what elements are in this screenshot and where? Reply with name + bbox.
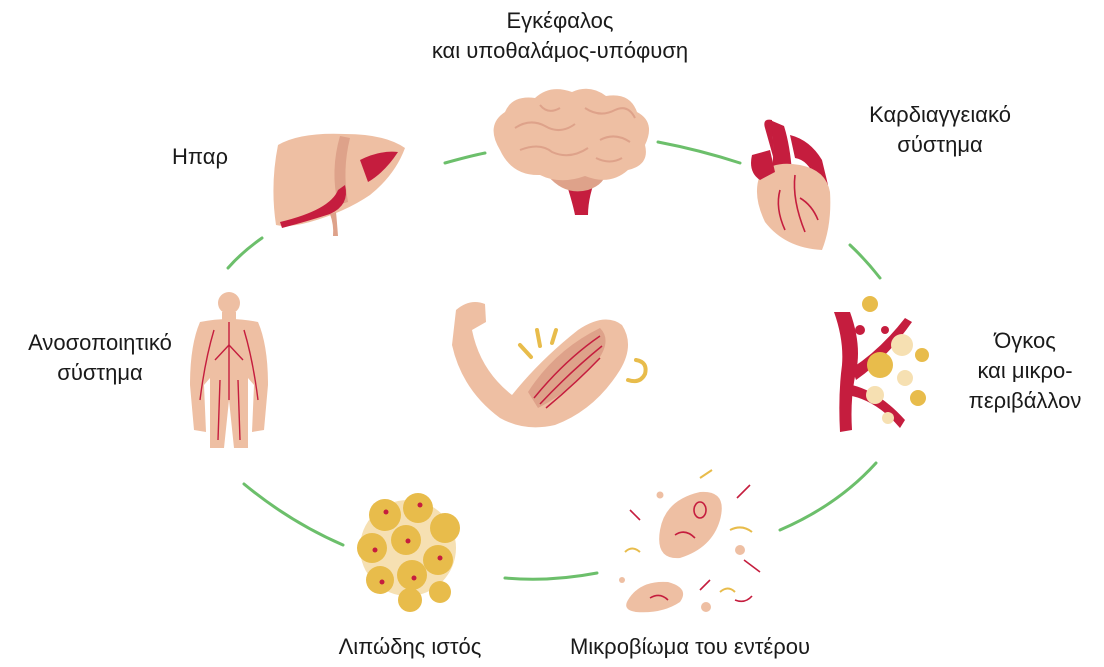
tumor-icon bbox=[834, 296, 929, 432]
connector-heart-tumor bbox=[850, 245, 880, 278]
label-heart: Καρδιαγγειακό σύστημα bbox=[840, 100, 1040, 160]
label-microbiome-line-1: Μικροβίωμα του εντέρου bbox=[540, 632, 840, 662]
label-immune-line-1: Ανοσοποιητικό bbox=[0, 328, 200, 358]
connector-liver-brain bbox=[445, 153, 485, 163]
body-icon bbox=[190, 292, 268, 448]
label-heart-line-2: σύστημα bbox=[840, 130, 1040, 160]
microbiome-icon bbox=[619, 470, 760, 612]
connector-fat-micro bbox=[505, 573, 597, 579]
label-brain-line-1: Εγκέφαλος bbox=[400, 6, 720, 36]
label-brain-line-2: και υποθαλάμος-υπόφυση bbox=[400, 36, 720, 66]
label-liver-line-1: Ηπαρ bbox=[140, 142, 260, 172]
label-tumor-line-2: και μικρο- bbox=[950, 356, 1100, 386]
brain-icon bbox=[494, 89, 649, 215]
label-tumor: Όγκος και μικρο- περιβάλλον bbox=[950, 326, 1100, 416]
label-immune: Ανοσοποιητικό σύστημα bbox=[0, 328, 200, 388]
connector-tumor-micro bbox=[780, 463, 876, 530]
label-brain: Εγκέφαλος και υποθαλάμος-υπόφυση bbox=[400, 6, 720, 66]
connector-brain-heart bbox=[658, 142, 740, 163]
connector-body-fat bbox=[244, 484, 343, 545]
label-adipose-line-1: Λιπώδης ιστός bbox=[310, 632, 510, 662]
heart-icon bbox=[751, 120, 830, 250]
fat-cells-icon bbox=[357, 493, 460, 612]
label-tumor-line-1: Όγκος bbox=[950, 326, 1100, 356]
label-immune-line-2: σύστημα bbox=[0, 358, 200, 388]
label-adipose: Λιπώδης ιστός bbox=[310, 632, 510, 662]
liver-icon bbox=[273, 134, 405, 236]
label-microbiome: Μικροβίωμα του εντέρου bbox=[540, 632, 840, 662]
label-heart-line-1: Καρδιαγγειακό bbox=[840, 100, 1040, 130]
connector-liver-body bbox=[228, 238, 262, 268]
label-tumor-line-3: περιβάλλον bbox=[950, 386, 1100, 416]
label-liver: Ηπαρ bbox=[140, 142, 260, 172]
arm-muscle-icon bbox=[452, 302, 646, 427]
